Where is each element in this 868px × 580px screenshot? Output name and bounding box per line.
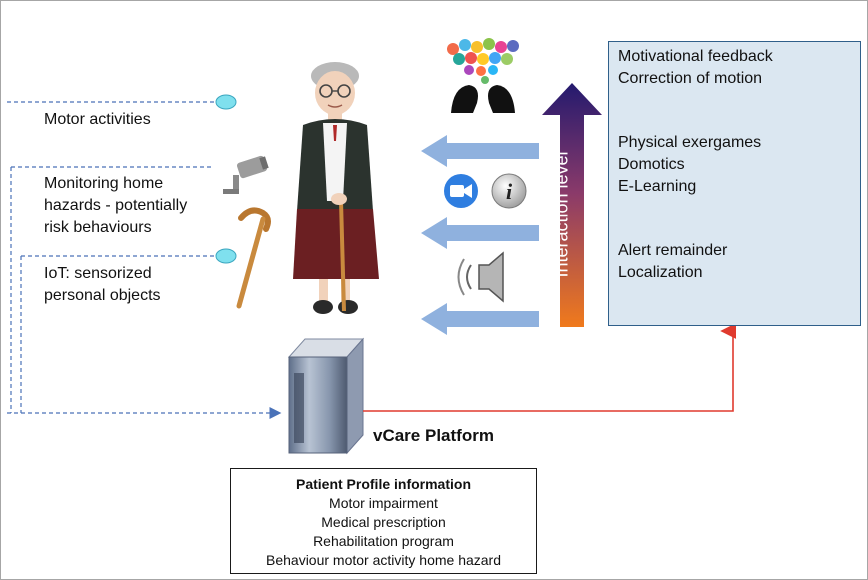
- hazards-label-line1: Monitoring home: [44, 175, 164, 192]
- speaker-icon: [457, 251, 504, 303]
- feedback-arrow-middle: [421, 217, 539, 249]
- sensor-connectors: [7, 101, 282, 419]
- service-motivational-feedback: Motivational feedback: [618, 48, 773, 65]
- patient-profile-box: Patient Profile information Motor impair…: [230, 468, 537, 574]
- speech-bubbles-icon: [447, 38, 519, 113]
- services-box: Motivational feedback Correction of moti…: [608, 41, 861, 326]
- service-localization: Localization: [618, 264, 703, 281]
- iot-sensor-dot: [215, 248, 237, 264]
- feedback-arrow-top: [421, 135, 539, 167]
- interaction-level-arrow: [542, 83, 602, 327]
- service-alert-remainder: Alert remainder: [618, 242, 728, 259]
- interaction-level-label: Interaction level: [551, 151, 572, 278]
- iot-connector: [20, 255, 214, 413]
- security-camera-icon: [223, 155, 269, 194]
- hazards-label-line2: hazards - potentially: [44, 197, 188, 214]
- platform-to-services-link: [363, 323, 737, 412]
- profile-item: Behaviour motor activity home hazard: [266, 552, 501, 568]
- service-correction-of-motion: Correction of motion: [618, 70, 763, 87]
- patient-profile-title: Patient Profile information: [295, 476, 471, 492]
- info-icon: i: [491, 173, 527, 209]
- feedback-arrows: [421, 135, 539, 335]
- hazards-connector: [10, 166, 214, 413]
- service-physical-exergames: Physical exergames: [618, 134, 762, 151]
- profile-item: Motor impairment: [329, 495, 438, 511]
- walking-cane-icon: [236, 207, 271, 309]
- iot-label-line1: IoT: sensorized: [44, 265, 152, 282]
- service-domotics: Domotics: [618, 156, 685, 173]
- profile-item: Medical prescription: [321, 514, 446, 530]
- iot-label-line2: personal objects: [44, 287, 161, 304]
- svg-text:i: i: [506, 179, 513, 204]
- hazards-label-line3: risk behaviours: [44, 219, 152, 236]
- elderly-woman-illustration: [293, 62, 379, 314]
- vcare-platform-label: vCare Platform: [373, 426, 494, 445]
- server-icon: [287, 337, 365, 455]
- feedback-arrow-bottom: [421, 303, 539, 335]
- service-e-learning: E-Learning: [618, 178, 697, 195]
- profile-item: Rehabilitation program: [313, 533, 454, 549]
- motor-sensor-dot: [215, 94, 237, 110]
- motor-activities-label: Motor activities: [44, 111, 151, 128]
- video-camera-icon: [444, 174, 478, 208]
